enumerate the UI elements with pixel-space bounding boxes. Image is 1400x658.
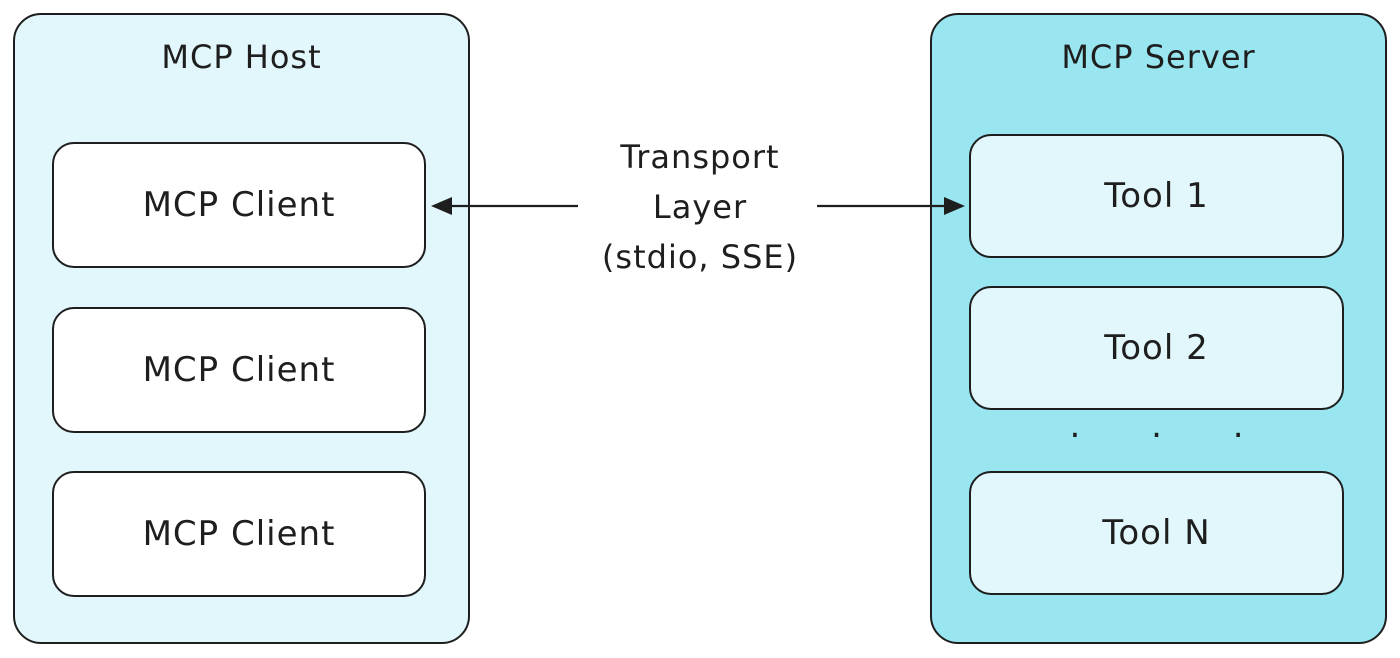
tool-box-n: Tool N (969, 471, 1344, 595)
mcp-client-box-3: MCP Client (52, 471, 426, 597)
transport-label-line-3: (stdio, SSE) (601, 238, 799, 276)
transport-label-line-2: Layer (652, 188, 748, 226)
arrowhead-left-icon (431, 197, 452, 215)
mcp-server-title: MCP Server (1061, 38, 1256, 76)
mcp-client-box-2: MCP Client (52, 307, 426, 433)
tool-box-1: Tool 1 (969, 134, 1344, 258)
transport-label-line-1: Transport (620, 138, 780, 176)
transport-layer-label: Transport Layer (stdio, SSE) (560, 132, 840, 282)
arrowhead-right-icon (944, 197, 965, 215)
tool-box-2: Tool 2 (969, 286, 1344, 410)
mcp-host-title: MCP Host (161, 38, 322, 76)
arrow-to-server (817, 197, 965, 215)
mcp-client-box-1: MCP Client (52, 142, 426, 268)
tools-ellipsis: . . . (1069, 406, 1274, 446)
arrow-to-client (431, 197, 578, 215)
